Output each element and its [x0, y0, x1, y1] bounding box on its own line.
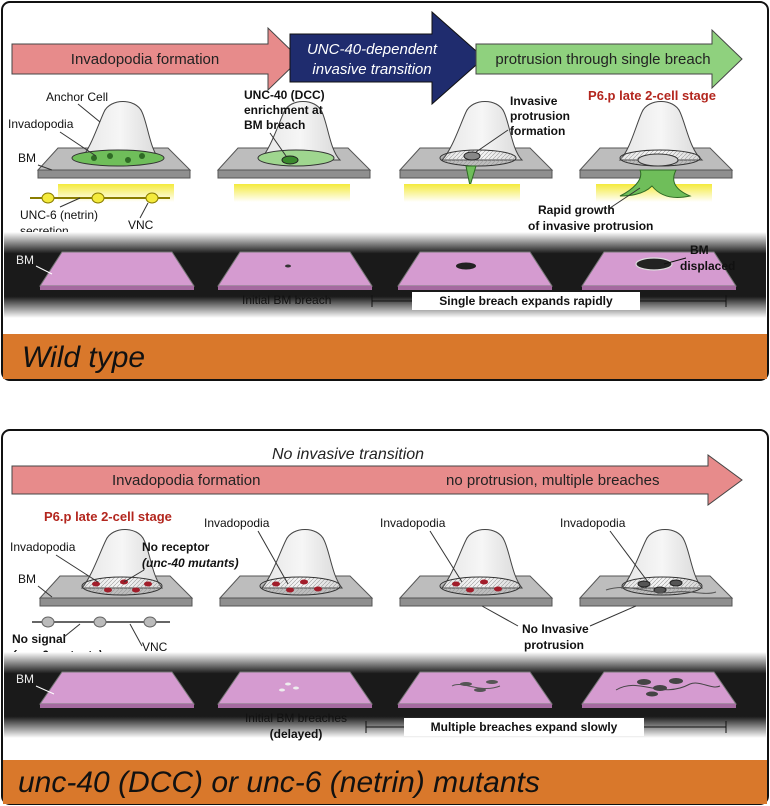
mutant-title: No invasive transition: [272, 446, 424, 463]
arrow-mutant: Invadopodia formation no protrusion, mul…: [11, 454, 743, 506]
mutant-label-bm: BM: [18, 572, 36, 586]
wt-step-4: [578, 101, 734, 202]
label-no-receptor: (unc-40 mutants): [142, 556, 239, 570]
label-invasive-protrusion-formation: protrusion: [510, 109, 570, 123]
label-unc6-secretion: UNC-6 (netrin): [20, 208, 98, 222]
label-unc40-enrichment: UNC-40 (DCC): [244, 88, 325, 102]
mutant-label-invadopodia-4: Invadopodia: [560, 516, 626, 530]
mutant-title-banner: unc-40 (DCC) or unc-6 (netrin) mutants: [18, 766, 540, 799]
label-multiple-breaches: Multiple breaches expand slowly: [431, 720, 618, 734]
mutant-label-bm-bottom: BM: [16, 672, 34, 686]
label-initial-breach: Initial BM breach: [242, 293, 331, 307]
mutant-label-vnc: VNC: [142, 640, 168, 654]
mutant-label-invadopodia-2: Invadopodia: [204, 516, 270, 530]
mutant-stage-label: P6.p late 2-cell stage: [44, 509, 172, 524]
label-initial-breaches: (delayed): [270, 727, 323, 741]
mutant-banner: [3, 760, 767, 804]
arrow-invadopodia-formation: Invadopodia formation: [11, 26, 301, 92]
wt-step-3: [398, 101, 554, 202]
wt-step-1: [30, 101, 192, 204]
stage-label: P6.p late 2-cell stage: [588, 88, 716, 103]
arrow-invasive-transition: UNC-40-dependent invasive transition: [289, 10, 485, 106]
label-unc40-enrichment: BM breach: [244, 118, 305, 132]
label-invadopodia: Invadopodia: [8, 117, 74, 131]
wt-step-2: [216, 101, 372, 202]
arrow-label-right: no protrusion, multiple breaches: [446, 472, 659, 489]
label-anchor-cell: Anchor Cell: [46, 90, 108, 104]
mut-step-2: [218, 529, 374, 607]
arrow-label: protrusion through single breach: [495, 51, 710, 68]
mutant-label-invadopodia-3: Invadopodia: [380, 516, 446, 530]
mut-step-1: [32, 529, 194, 628]
wt-bm-row: [39, 251, 737, 290]
label-no-invasive-protrusion: protrusion: [524, 638, 584, 652]
label-rapid-growth: of invasive protrusion: [528, 219, 653, 233]
label-initial-breaches: Initial BM breaches: [245, 711, 347, 725]
label-bm: BM: [18, 151, 36, 165]
mutant-panel: No invasive transition Invadopodia forma…: [1, 429, 769, 805]
label-no-signal: No signal: [12, 632, 66, 646]
label-invasive-protrusion-formation: Invasive: [510, 94, 558, 108]
label-no-receptor: No receptor: [142, 540, 210, 554]
label-single-breach: Single breach expands rapidly: [439, 294, 613, 308]
label-bm-displaced: BM: [690, 243, 709, 257]
arrow-label-left: Invadopodia formation: [112, 472, 260, 489]
arrow-protrusion: protrusion through single breach: [475, 28, 743, 90]
label-rapid-growth: Rapid growth: [538, 203, 615, 217]
mut-step-3: [398, 529, 554, 607]
label-bm-displaced: displaced: [680, 259, 735, 273]
label-bm-bottom: BM: [16, 253, 34, 267]
wild-type-title: Wild type: [22, 341, 145, 374]
label-no-invasive-protrusion: No Invasive: [522, 622, 589, 636]
mutant-label-invadopodia: Invadopodia: [10, 540, 76, 554]
mutant-bm-row: [39, 671, 737, 708]
label-unc40-enrichment: enrichment at: [244, 103, 323, 117]
wild-type-banner: [3, 334, 767, 379]
arrow-label: invasive transition: [312, 61, 431, 78]
label-vnc: VNC: [128, 218, 154, 232]
arrow-label: Invadopodia formation: [71, 51, 219, 68]
label-invasive-protrusion-formation: formation: [510, 124, 565, 138]
arrow-label: UNC-40-dependent: [307, 41, 438, 58]
wild-type-panel: Invadopodia formation UNC-40-dependent i…: [1, 1, 769, 381]
